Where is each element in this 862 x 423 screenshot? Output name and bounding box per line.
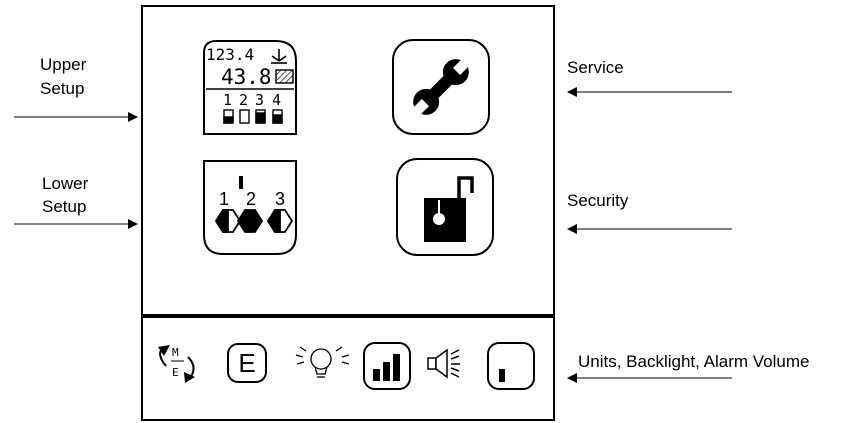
lower-setup-annotation: Lower Setup [14,174,138,229]
selected-channel-marker [239,176,243,189]
volume-level-icon[interactable] [487,342,535,390]
hatched-block [275,69,294,84]
lower-setup-label-line2: Setup [42,197,86,216]
channel-label-1: 1 [223,91,232,109]
valve-2 [236,209,264,233]
channel-label-3: 3 [255,91,264,109]
readout-top-value: 123.4 [206,45,254,64]
upper-setup-annotation: Upper Setup [14,55,138,122]
service-annotation: Service [567,58,732,97]
channel-label-2: 2 [239,91,248,109]
bottom-label: Units, Backlight, Alarm Volume [578,352,809,371]
valve-3 [266,209,294,233]
upper-setup-label-line2: Setup [40,79,84,98]
signal-bars-icon[interactable] [363,342,411,390]
bottom-annotation: Units, Backlight, Alarm Volume [567,352,809,383]
e-units-icon[interactable]: E [227,343,267,383]
display-readout-icon[interactable]: 123.4 43.8 1 2 3 4 [203,40,297,135]
valve-label-3: 3 [275,189,285,209]
bottom-icon-bar: M E E [158,342,535,390]
channel-label-4: 4 [272,91,281,109]
units-e-letter: E [172,366,179,379]
wrench-icon[interactable] [392,39,490,135]
valve-label-2: 2 [246,189,256,209]
valve-1 [214,209,242,233]
lower-setup-label-line1: Lower [42,174,89,193]
metric-english-toggle-icon[interactable]: M E [158,345,195,383]
security-annotation: Security [567,191,732,234]
security-label: Security [567,191,629,210]
device-screen [141,5,555,421]
light-bulb-icon[interactable] [295,346,350,378]
valve-label-1: 1 [219,189,229,209]
service-label: Service [567,58,624,77]
open-padlock-icon[interactable] [396,158,494,256]
readout-main-value: 43.8 [221,65,272,89]
speaker-icon[interactable] [427,348,460,379]
units-button-letter: E [238,348,255,378]
antenna-glyph [271,49,287,64]
upper-setup-label-line1: Upper [40,55,87,74]
valve-channels-icon[interactable]: 1 2 3 [203,160,297,255]
channel-level-boxes [223,109,283,124]
units-m-letter: M [172,346,179,359]
